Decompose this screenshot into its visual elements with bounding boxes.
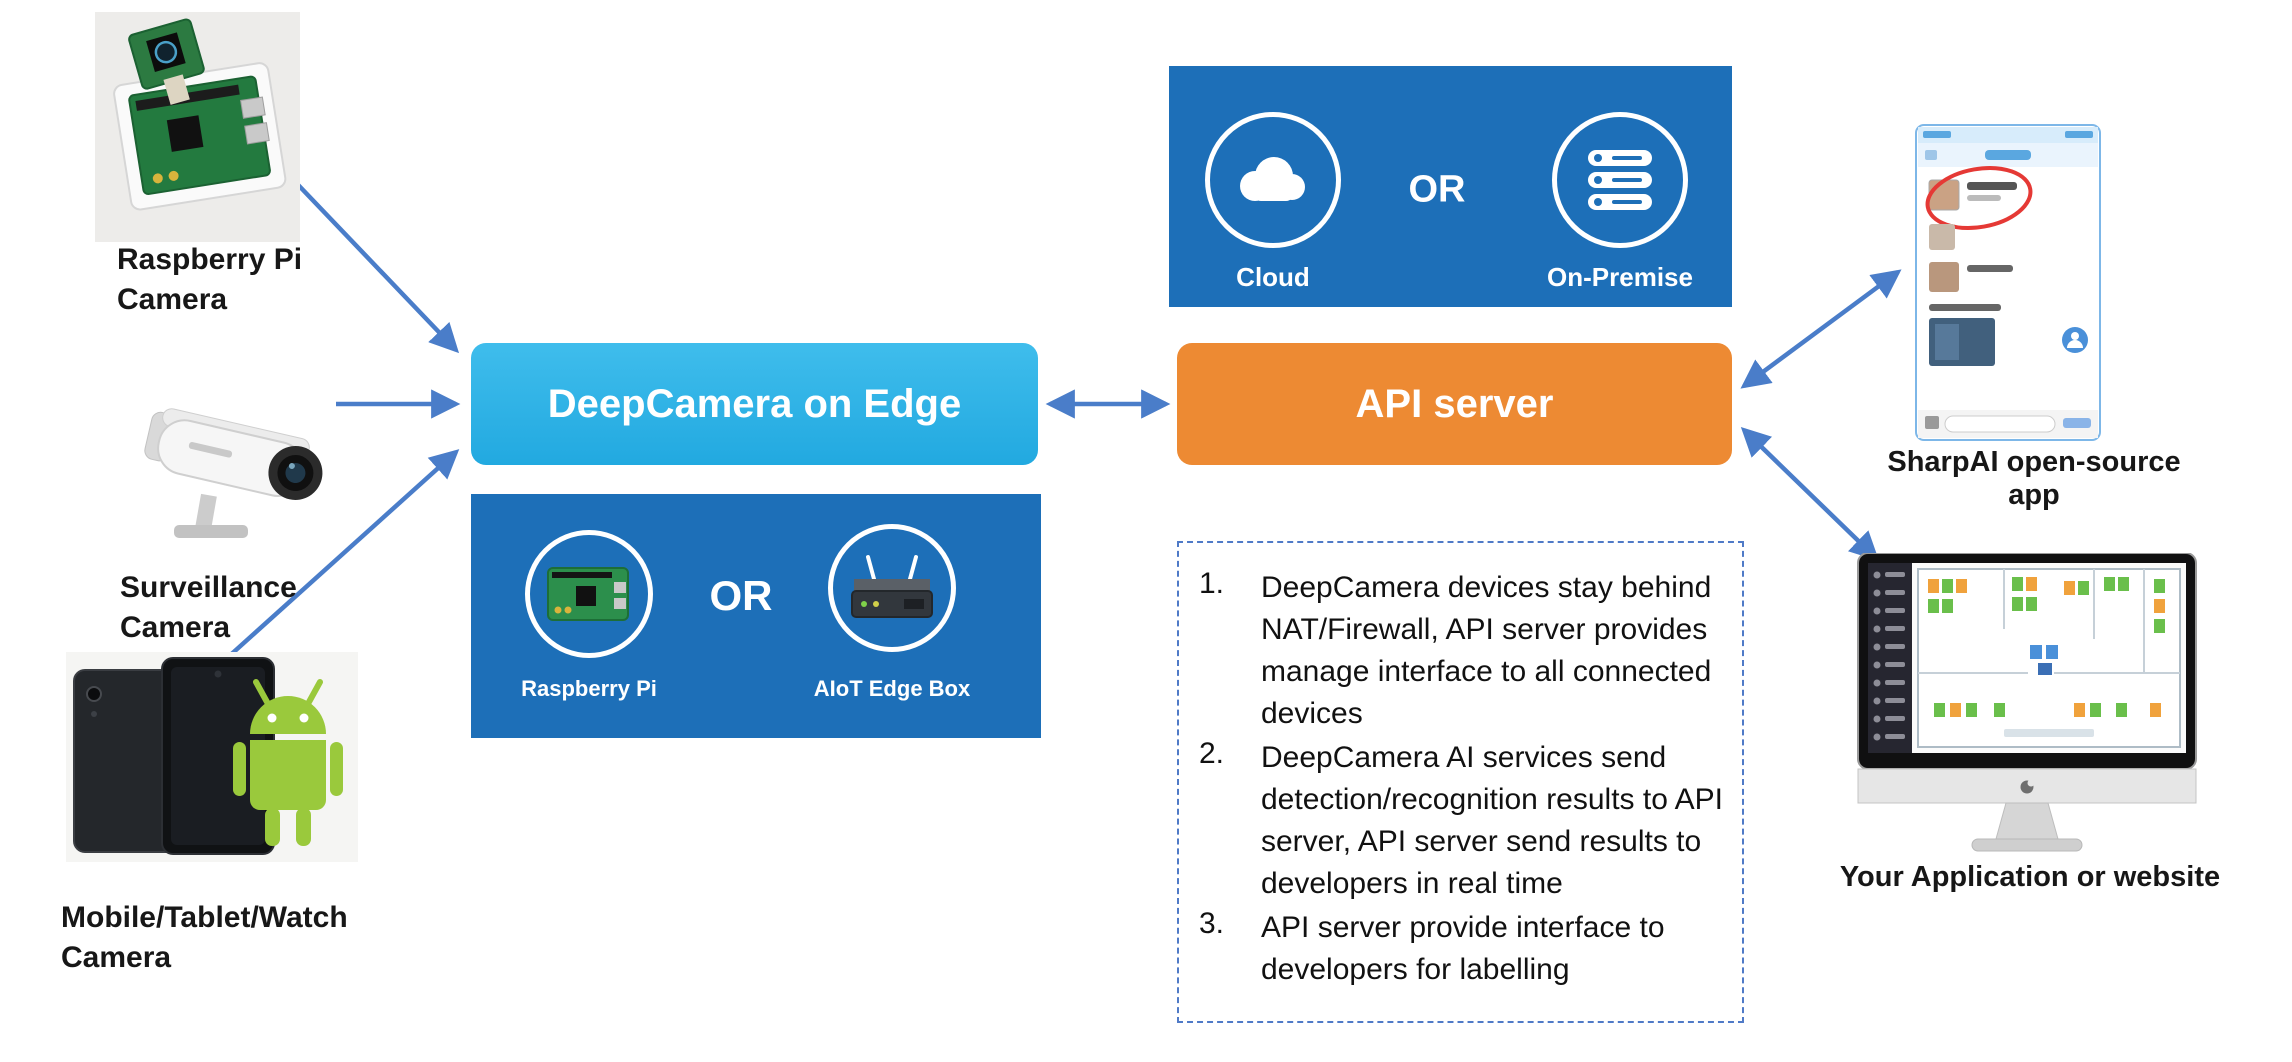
face-thumbnail	[1929, 262, 1959, 292]
raspberry-pi-label: Raspberry Pi	[521, 676, 657, 701]
sharpai-app-label: SharpAI open-source app	[1887, 446, 2181, 511]
note-item: 3. API server provide interface to devel…	[1199, 907, 1724, 991]
cloud-label: Cloud	[1236, 262, 1310, 292]
android-robot-icon	[233, 679, 343, 846]
note-item: 2. DeepCamera AI services send detection…	[1199, 737, 1724, 905]
monitor-stand	[1995, 802, 2059, 840]
red-circle-annotation	[1925, 166, 2033, 230]
raspberry-pi-board-icon	[525, 530, 653, 658]
message-input	[1944, 415, 2056, 433]
arrow-api-website	[1740, 426, 1880, 562]
note-text: API server provide interface to develope…	[1261, 911, 1665, 986]
deepcamera-on-edge-title: DeepCamera on Edge	[547, 381, 962, 426]
api-server-node: API server	[1177, 343, 1732, 465]
note-text: DeepCamera devices stay behind NAT/Firew…	[1261, 571, 1712, 730]
sharpai-app-screenshot	[1915, 124, 2101, 441]
note-number: 1.	[1199, 567, 1225, 600]
arrow-api-app	[1740, 269, 1902, 389]
server-stack-icon	[1552, 112, 1688, 248]
notes-panel: 1. DeepCamera devices stay behind NAT/Fi…	[1177, 541, 1744, 1023]
cloud-icon	[1205, 112, 1341, 248]
note-text: DeepCamera AI services send detection/re…	[1261, 741, 1723, 900]
deployment-or-label: OR	[1408, 168, 1466, 211]
face-thumbnail	[1928, 179, 1960, 211]
mobile-camera-label: Mobile/Tablet/Watch Camera	[61, 901, 348, 974]
aiot-edge-box-icon	[828, 524, 956, 652]
face-thumbnail	[1929, 224, 1955, 250]
raspberry-pi-camera-label: Raspberry Pi Camera	[117, 243, 303, 316]
floor-plan	[1917, 568, 2181, 748]
raspberry-pi-camera-photo	[95, 12, 300, 242]
mobile-devices-photo	[66, 652, 358, 862]
surveillance-camera-label: Surveillance Camera	[120, 571, 297, 644]
edge-hardware-panel: OR Raspberry Pi AIoT Edge Box	[471, 494, 1041, 738]
api-server-title: API server	[1355, 381, 1554, 426]
note-item: 1. DeepCamera devices stay behind NAT/Fi…	[1199, 567, 1724, 735]
on-premise-label: On-Premise	[1547, 262, 1693, 292]
deployment-panel: OR Cloud On-Premise	[1169, 66, 1732, 307]
application-website-label: Your Application or website	[1839, 861, 2221, 893]
note-number: 3.	[1199, 907, 1225, 940]
imac-screenshot	[1854, 552, 2200, 855]
apple-logo-icon	[2020, 779, 2035, 794]
surveillance-camera-photo	[124, 373, 336, 565]
hardware-or-label: OR	[709, 572, 773, 619]
aiot-edge-box-label: AIoT Edge Box	[813, 676, 971, 701]
deepcamera-on-edge-node: DeepCamera on Edge	[471, 343, 1038, 465]
camera-module-icon	[128, 18, 205, 105]
monitor-base	[1971, 838, 2083, 852]
note-number: 2.	[1199, 737, 1225, 770]
